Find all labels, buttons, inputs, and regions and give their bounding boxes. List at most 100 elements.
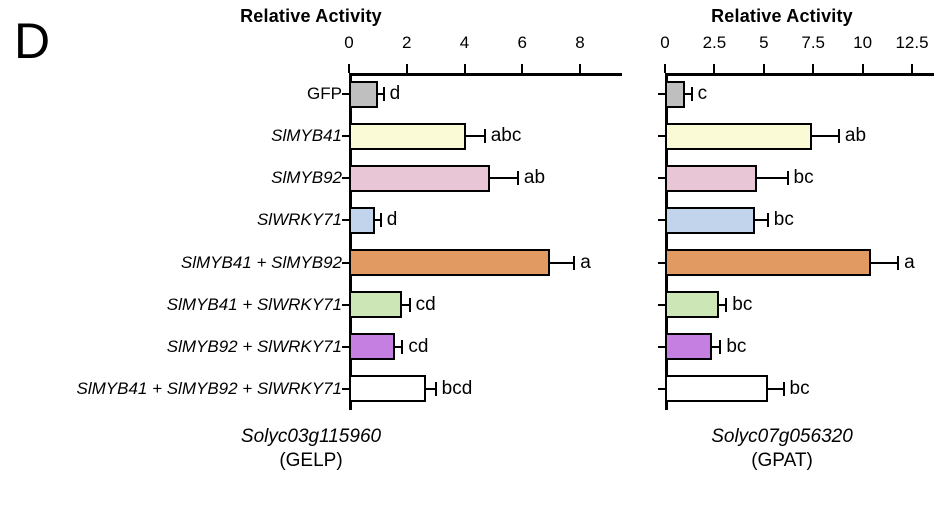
y-tick-mark: [342, 387, 350, 390]
x-tick-label: 6: [517, 33, 527, 52]
bar[interactable]: [665, 164, 757, 192]
error-bar-line: [425, 387, 436, 390]
error-bar-line: [490, 177, 518, 180]
error-bar-line: [712, 345, 721, 348]
y-axis-line: [349, 73, 352, 410]
category-label: SlMYB92 + SlWRKY71: [166, 336, 342, 356]
y-axis-line: [665, 73, 668, 410]
bar[interactable]: [349, 291, 403, 319]
error-bar-line: [767, 387, 784, 390]
error-bar-cap: [897, 255, 900, 270]
bar[interactable]: [665, 206, 755, 234]
x-tick-mark: [911, 64, 913, 73]
bar[interactable]: [349, 164, 491, 192]
bar[interactable]: [349, 206, 375, 234]
bar[interactable]: [665, 122, 813, 150]
significance-letter: bc: [732, 293, 753, 315]
significance-letter: ab: [844, 125, 867, 147]
bar[interactable]: [665, 333, 713, 361]
category-label: GFP: [307, 84, 342, 104]
caption-gene-alias: (GELP): [279, 449, 343, 471]
error-bar-line: [870, 261, 899, 264]
bar[interactable]: [665, 80, 685, 108]
significance-letter: cd: [408, 335, 429, 357]
x-tick-label: 12.5: [895, 33, 929, 52]
error-bar-line: [684, 93, 692, 96]
y-tick-mark: [658, 177, 666, 180]
significance-letter: d: [386, 209, 398, 231]
y-tick-mark: [342, 345, 350, 348]
error-bar-cap: [573, 255, 576, 270]
y-tick-mark: [658, 303, 666, 306]
chart-title: Relative Activity: [240, 6, 382, 26]
error-bar-cap: [382, 87, 385, 102]
significance-letter: bcd: [441, 377, 473, 399]
significance-letter: bc: [789, 377, 810, 399]
significance-letter: ab: [523, 167, 546, 189]
x-tick-mark: [521, 64, 524, 73]
error-bar-cap: [690, 87, 693, 102]
error-bar-line: [465, 135, 485, 138]
bar[interactable]: [349, 375, 426, 403]
y-tick-mark: [658, 93, 666, 96]
error-bar-line: [549, 261, 575, 264]
x-tick-mark: [579, 64, 581, 73]
category-label: SlMYB41 + SlMYB92: [180, 252, 342, 272]
significance-letter: d: [389, 83, 401, 105]
x-tick-label: 0: [660, 33, 670, 52]
y-tick-mark: [342, 303, 350, 306]
bar[interactable]: [349, 333, 396, 361]
error-bar-cap: [786, 171, 789, 186]
error-bar-cap: [725, 297, 728, 312]
significance-letter: abc: [490, 125, 522, 147]
x-tick-label: 10: [853, 33, 873, 52]
error-bar-cap: [782, 381, 785, 396]
y-tick-mark: [658, 135, 666, 138]
error-bar-cap: [483, 129, 486, 144]
significance-letter: c: [697, 83, 708, 105]
error-bar-line: [756, 177, 788, 180]
category-label: SlMYB41 + SlWRKY71: [166, 294, 342, 314]
significance-letter: bc: [793, 167, 814, 189]
error-bar-cap: [837, 129, 840, 144]
bar[interactable]: [349, 80, 378, 108]
bar[interactable]: [665, 375, 768, 403]
x-tick-mark: [463, 64, 466, 73]
caption-gene-alias: (GPAT): [751, 449, 813, 471]
panel-letter: D: [14, 13, 51, 69]
x-tick-label: 2.5: [702, 33, 727, 52]
chart-caption: Solyc07g056320(GPAT): [630, 425, 934, 473]
error-bar-cap: [434, 381, 437, 396]
x-tick-mark: [405, 64, 408, 73]
error-bar-line: [377, 93, 384, 96]
significance-letter: a: [904, 251, 915, 273]
x-tick-label: 0: [344, 33, 354, 52]
x-tick-mark: [812, 64, 815, 73]
error-bar-cap: [516, 171, 519, 186]
x-tick-label: 2: [402, 33, 412, 52]
x-tick-mark: [713, 64, 716, 73]
significance-letter: a: [580, 251, 591, 273]
category-label: SlMYB41: [271, 126, 342, 146]
bar[interactable]: [665, 291, 720, 319]
chart-caption: Solyc03g115960(GELP): [0, 425, 622, 473]
x-tick-mark: [861, 64, 864, 73]
bar[interactable]: [665, 249, 871, 277]
x-tick-label: 8: [575, 33, 585, 52]
y-tick-mark: [658, 387, 666, 390]
y-tick-mark: [342, 135, 350, 138]
error-bar-cap: [766, 213, 769, 228]
bar[interactable]: [349, 122, 466, 150]
x-tick-label: 4: [459, 33, 470, 52]
caption-gene-id: Solyc07g056320: [711, 426, 853, 447]
bar[interactable]: [349, 249, 550, 277]
error-bar-cap: [719, 339, 722, 354]
x-axis-line: [665, 73, 934, 76]
y-tick-mark: [342, 261, 350, 264]
x-tick-label: 5: [759, 33, 769, 52]
error-bar-line: [754, 219, 768, 222]
x-tick-mark: [664, 64, 666, 73]
